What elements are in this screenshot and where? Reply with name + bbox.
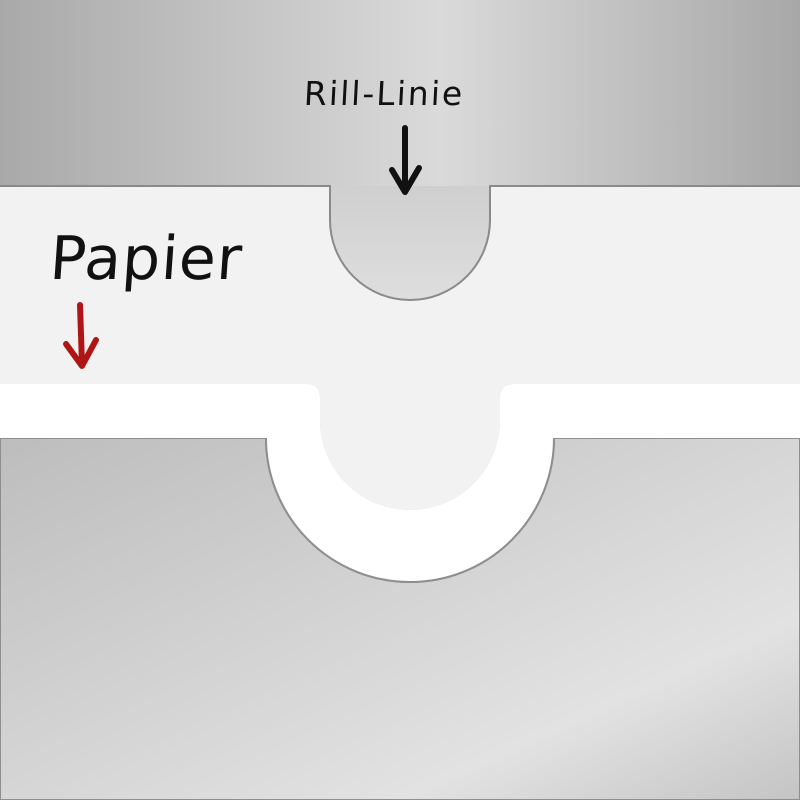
- arrow-down-icon: [63, 302, 99, 369]
- paper-lower-layer: [0, 384, 800, 582]
- arrow-down-icon: [389, 125, 422, 195]
- crease-line-label: Rill-Linie: [302, 74, 466, 113]
- upper-tool: [0, 0, 800, 190]
- groove-outline: [265, 437, 555, 583]
- upper-tool-outline: [0, 185, 800, 301]
- paper-label: Papier: [47, 224, 246, 294]
- creasing-ridge: [330, 186, 490, 300]
- paper-upper-layer: [0, 186, 800, 510]
